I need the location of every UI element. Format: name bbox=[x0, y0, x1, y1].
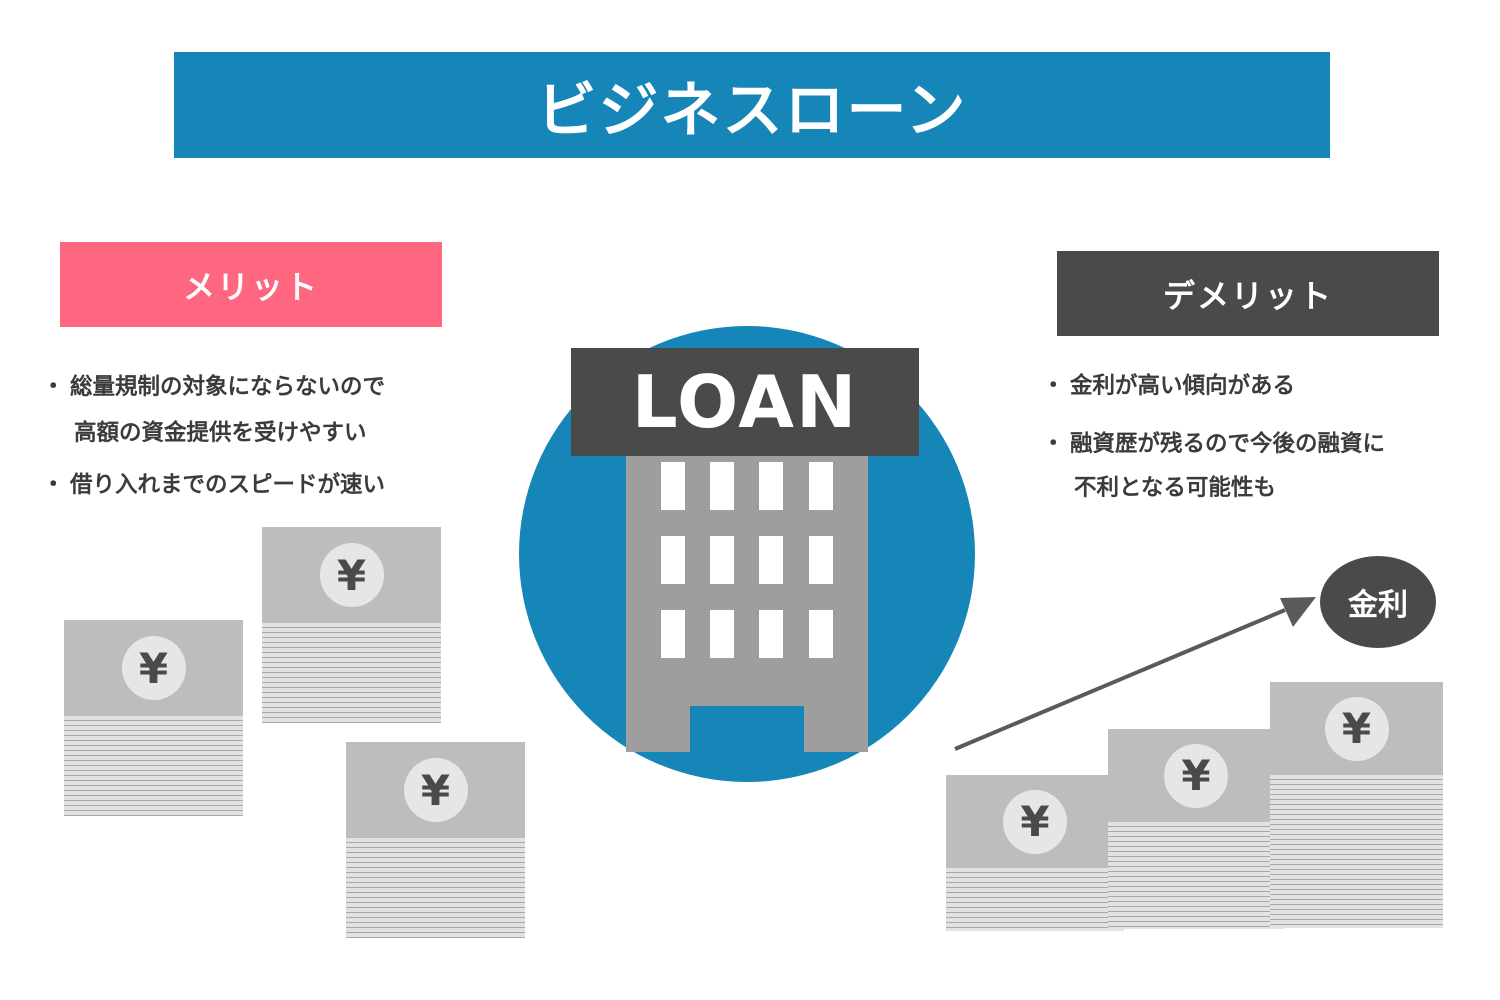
arrow-head bbox=[1280, 597, 1316, 627]
building-window bbox=[759, 462, 783, 510]
merit-item: 総量規制の対象にならないので 高額の資金提供を受けやすい bbox=[42, 364, 470, 456]
building-door bbox=[690, 706, 804, 752]
building-window bbox=[809, 536, 833, 584]
banknote-stack-edges bbox=[1270, 775, 1443, 928]
demerit-item-text: 融資歴が残るので今後の融資に bbox=[1070, 431, 1386, 457]
yen-symbol: ¥ bbox=[1324, 696, 1389, 761]
banknote-stack-edges bbox=[1108, 822, 1284, 929]
demerit-item-text: 金利が高い傾向がある bbox=[1070, 373, 1296, 399]
banknote-stack-edges bbox=[262, 623, 441, 723]
building-window bbox=[809, 462, 833, 510]
building-window bbox=[661, 536, 685, 584]
building-window bbox=[759, 536, 783, 584]
demerit-item: 融資歴が残るので今後の融資に 不利となる可能性も bbox=[1042, 422, 1490, 510]
merit-label-box: メリット bbox=[60, 242, 442, 327]
banknote-face: ¥ bbox=[1108, 729, 1284, 822]
banknote-stack-edges bbox=[64, 716, 243, 816]
banknote-face: ¥ bbox=[262, 527, 441, 623]
banknote-face: ¥ bbox=[346, 742, 525, 838]
interest-rate-bubble: 金利 bbox=[1320, 556, 1436, 648]
interest-rate-label: 金利 bbox=[1348, 588, 1408, 623]
yen-banknote-stack-icon: ¥ bbox=[346, 742, 525, 938]
yen-symbol: ¥ bbox=[403, 758, 468, 822]
yen-symbol: ¥ bbox=[1003, 789, 1067, 854]
merit-list: 総量規制の対象にならないので 高額の資金提供を受けやすい 借り入れまでのスピード… bbox=[42, 364, 470, 514]
merit-item-text: 借り入れまでのスピードが速い bbox=[70, 472, 386, 498]
banknote-face: ¥ bbox=[1270, 682, 1443, 775]
banknote-face: ¥ bbox=[946, 775, 1124, 868]
demerit-item-text: 不利となる可能性も bbox=[1074, 475, 1276, 501]
office-building-icon bbox=[626, 456, 868, 752]
merit-item-text: 高額の資金提供を受けやすい bbox=[74, 420, 367, 446]
loan-sign-text: LOAN bbox=[631, 360, 859, 444]
loan-sign: LOAN bbox=[571, 348, 919, 456]
building-window bbox=[759, 610, 783, 658]
yen-symbol: ¥ bbox=[121, 636, 186, 700]
yen-symbol: ¥ bbox=[1164, 743, 1228, 808]
banknote-stack-edges bbox=[346, 838, 525, 938]
banknote-face: ¥ bbox=[64, 620, 243, 716]
building-window bbox=[661, 462, 685, 510]
yen-banknote-stack-icon: ¥ bbox=[64, 620, 243, 816]
yen-symbol: ¥ bbox=[319, 543, 384, 607]
building-window bbox=[710, 462, 734, 510]
demerit-item: 金利が高い傾向がある bbox=[1042, 364, 1490, 408]
merit-item: 借り入れまでのスピードが速い bbox=[42, 462, 470, 508]
building-window bbox=[710, 610, 734, 658]
yen-banknote-stack-icon: ¥ bbox=[946, 775, 1124, 931]
building-window bbox=[809, 610, 833, 658]
arrow-shaft bbox=[954, 608, 1286, 751]
page-title: ビジネスローン bbox=[536, 75, 968, 146]
building-window bbox=[710, 536, 734, 584]
merit-item-text: 総量規制の対象にならないので bbox=[70, 374, 386, 400]
demerit-label-box: デメリット bbox=[1057, 251, 1439, 336]
building-window bbox=[661, 610, 685, 658]
yen-banknote-stack-icon: ¥ bbox=[1270, 682, 1443, 928]
title-banner: ビジネスローン bbox=[174, 52, 1330, 158]
merit-label: メリット bbox=[182, 267, 319, 306]
demerit-list: 金利が高い傾向がある 融資歴が残るので今後の融資に 不利となる可能性も bbox=[1042, 364, 1490, 524]
demerit-label: デメリット bbox=[1162, 276, 1333, 315]
yen-banknote-stack-icon: ¥ bbox=[1108, 729, 1284, 929]
banknote-stack-edges bbox=[946, 868, 1124, 931]
yen-banknote-stack-icon: ¥ bbox=[262, 527, 441, 723]
